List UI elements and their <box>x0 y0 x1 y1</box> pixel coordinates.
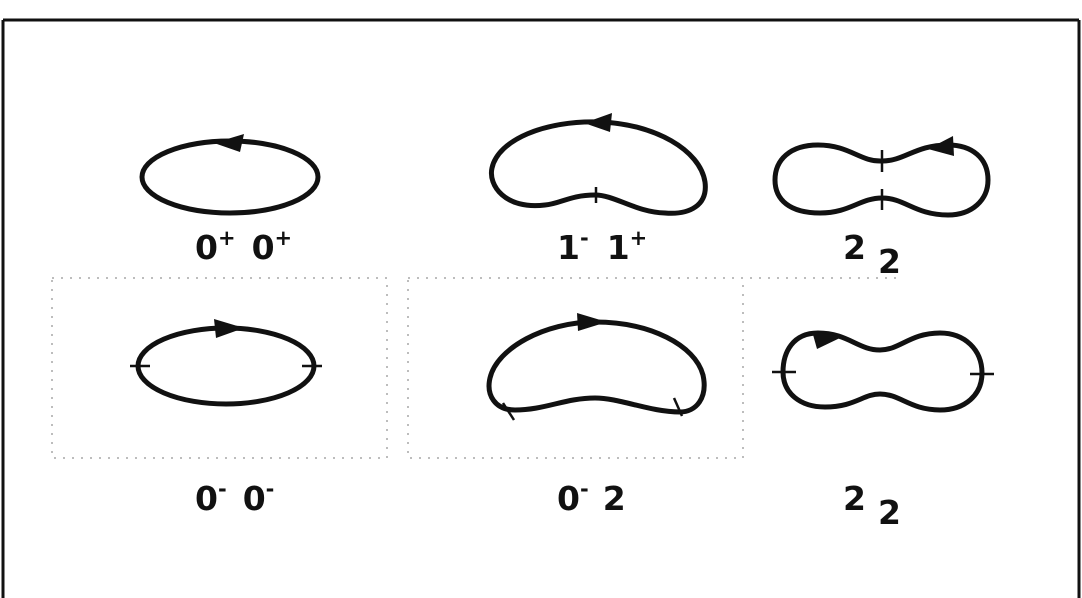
label-1minus-1plus: 1-1+ <box>557 226 647 267</box>
faint-box-middle <box>407 277 744 459</box>
tick-mark <box>501 402 516 421</box>
orbit-0minus-0minus <box>130 319 322 407</box>
label-0plus-0plus: 0+0+ <box>195 226 292 267</box>
tick-mark <box>672 397 684 417</box>
orbit-1minus-1plus <box>488 113 708 216</box>
orbit-2-2-bottom <box>772 330 994 413</box>
orbit-dumbbell <box>780 330 985 413</box>
orbit-ellipse <box>135 325 317 407</box>
faint-box-left <box>51 277 388 459</box>
arrow-left-icon <box>928 136 954 156</box>
label-0minus-2: 0-2 <box>557 477 626 518</box>
orbit-0plus-0plus <box>139 134 321 216</box>
arrow-left-icon <box>584 113 612 132</box>
arrow-right-icon <box>214 319 244 338</box>
orbit-2-2-top <box>772 136 991 218</box>
orbit-ellipse <box>139 138 321 216</box>
orbit-kidney <box>488 119 708 216</box>
arrow-right-icon <box>577 313 607 331</box>
orbit-kidney <box>486 319 707 415</box>
arrow-left-icon <box>214 134 244 152</box>
arrow-right-icon <box>812 331 842 349</box>
orbit-0minus-2 <box>486 313 707 421</box>
label-0minus-0minus: 0-0- <box>195 477 274 518</box>
